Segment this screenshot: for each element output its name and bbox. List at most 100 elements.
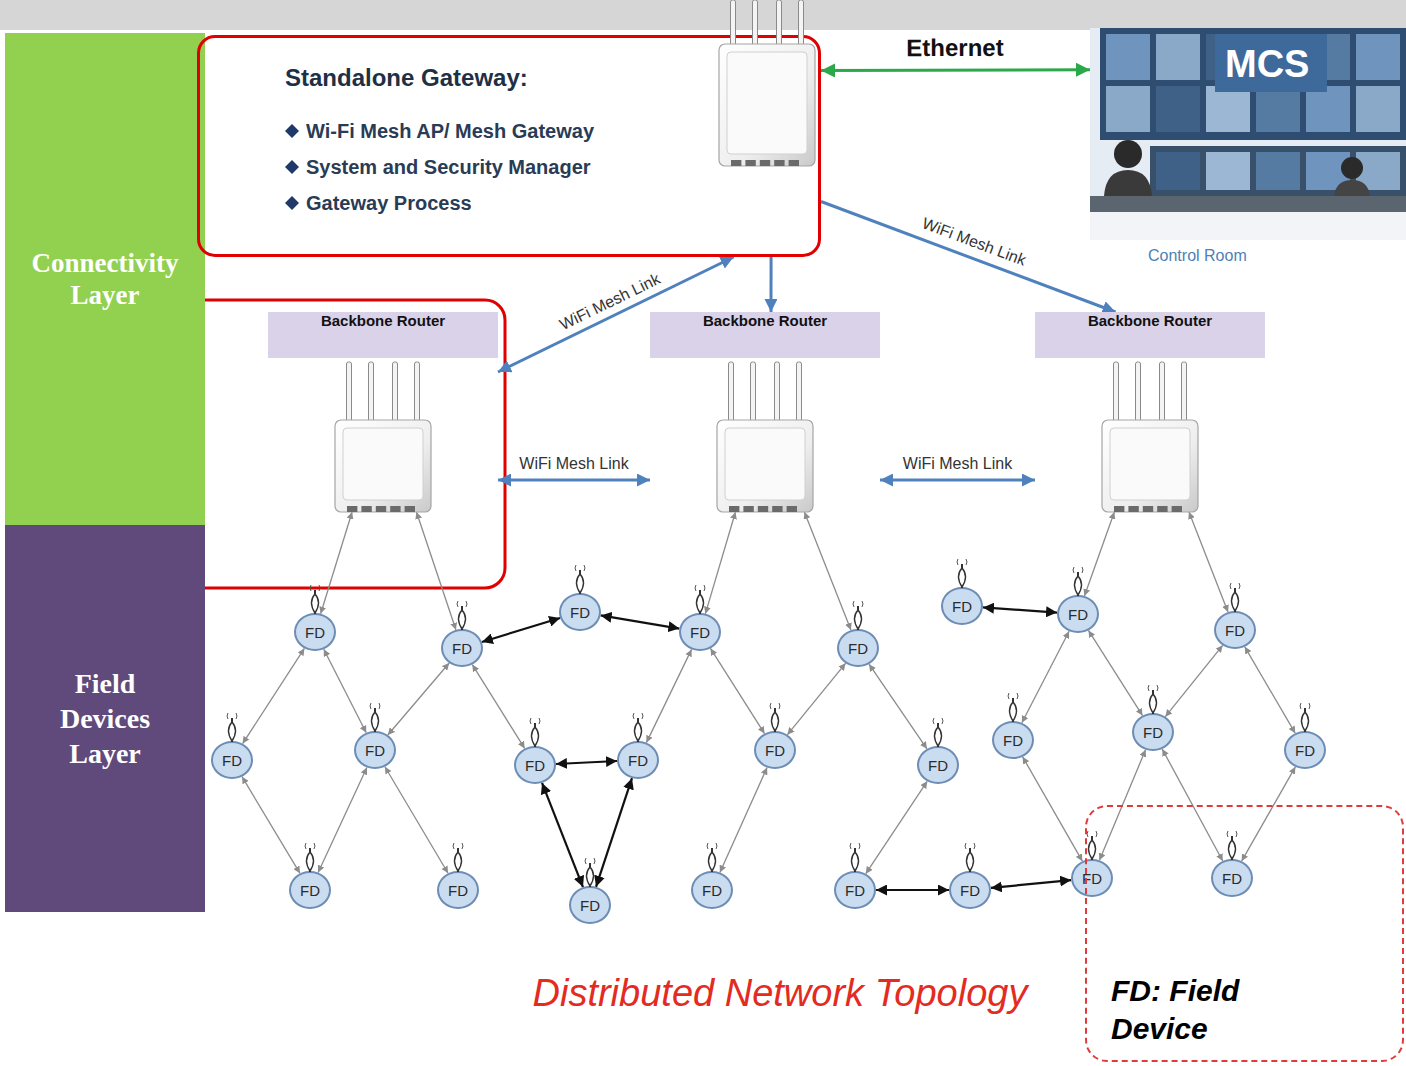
layer-band: Connectivity Layer	[5, 33, 205, 525]
mesh-link	[498, 479, 650, 482]
graphic-part	[390, 506, 400, 512]
graphic-part	[729, 506, 739, 512]
device-link	[556, 761, 617, 764]
device-link	[318, 768, 367, 873]
field-device: FD	[617, 741, 659, 779]
device-link	[321, 512, 352, 614]
graphic-part	[731, 160, 741, 166]
antenna-icon	[628, 710, 648, 742]
graphic-part	[455, 852, 462, 871]
layer-band: Field Devices Layer	[5, 525, 205, 912]
graphic-part	[1334, 180, 1370, 196]
antenna-icon	[1003, 690, 1023, 722]
device-label: FD	[702, 883, 722, 898]
graphic-part	[1089, 840, 1096, 859]
device-label: FD	[848, 641, 868, 656]
graphic-part	[370, 703, 380, 709]
graphic-part	[1232, 592, 1239, 611]
graphic-part	[1182, 362, 1187, 424]
device-label: FD	[525, 758, 545, 773]
antenna-icon	[1143, 682, 1163, 714]
graphic-part	[850, 843, 860, 849]
graphic-part	[532, 727, 539, 746]
device-link	[705, 512, 735, 614]
graphic-part	[1172, 506, 1182, 512]
field-device: FD	[289, 871, 331, 909]
graphic-part	[1102, 420, 1198, 512]
backbone-router: Backbone Router	[650, 312, 880, 512]
field-device: FD	[837, 629, 879, 667]
device-link	[866, 781, 927, 873]
field-device: FD	[569, 886, 611, 924]
device-link	[869, 664, 927, 749]
graphic-part	[587, 867, 594, 886]
device-label: FD	[960, 883, 980, 898]
device-label: FD	[928, 758, 948, 773]
graphic-part	[312, 594, 319, 613]
device-label: FD	[222, 753, 242, 768]
graphic-part	[731, 0, 736, 48]
graphic-part	[1090, 212, 1406, 240]
graphic-part	[772, 506, 782, 512]
graphic-part	[376, 506, 386, 512]
antenna-icon	[845, 840, 865, 872]
control-room: MCS Control Room	[1090, 28, 1406, 273]
device-link	[710, 648, 764, 733]
router-label: Backbone Router	[650, 312, 880, 358]
graphic-part	[1100, 28, 1406, 140]
antenna-icon	[222, 710, 242, 742]
mesh-link	[821, 202, 1116, 313]
graphic-part	[774, 160, 784, 166]
field-device: FD	[1132, 713, 1174, 751]
layer-title: Connectivity Layer	[20, 247, 190, 312]
device-link	[1242, 767, 1296, 861]
graphic-part	[229, 722, 236, 741]
graphic-part	[727, 52, 807, 154]
device-link	[1088, 630, 1142, 715]
graphic-part	[707, 843, 717, 849]
graphic-part	[1156, 152, 1200, 190]
graphic-part	[1206, 152, 1250, 190]
highlight-outline	[165, 300, 505, 588]
antenna-icon	[305, 582, 325, 614]
graphic-part	[1136, 362, 1141, 424]
device-link	[646, 649, 691, 742]
room-caption: Control Room	[1148, 246, 1247, 266]
field-device: FD	[679, 613, 721, 651]
device-link	[324, 649, 366, 732]
device-link	[242, 777, 300, 874]
graphic-part	[305, 843, 315, 849]
graphic-part	[285, 196, 299, 210]
mesh-link	[769, 257, 772, 312]
graphic-part	[1148, 685, 1158, 691]
graphic-part	[777, 0, 782, 48]
link-label-holder: Ethernet	[904, 34, 1007, 62]
antenna-icon	[365, 700, 385, 732]
field-device: FD	[437, 871, 479, 909]
link-label-holder: WiFi Mesh Link	[554, 269, 666, 336]
mcs-title: MCS	[1225, 28, 1309, 86]
ethernet-link	[821, 68, 1090, 72]
graphic-part	[772, 712, 779, 731]
link-label: WiFi Mesh Link	[516, 455, 631, 473]
device-label: FD	[765, 743, 785, 758]
graphic-part	[933, 718, 943, 724]
device-link	[482, 618, 560, 642]
graphic-part	[1156, 86, 1200, 132]
graphic-part	[530, 718, 540, 724]
device-link	[385, 767, 448, 874]
field-device: FD	[691, 871, 733, 909]
link-label: WiFi Mesh Link	[554, 269, 666, 336]
device-link	[1084, 512, 1114, 596]
graphic-part	[285, 124, 299, 138]
field-device: FD	[1214, 611, 1256, 649]
backbone-router: Backbone Router	[268, 312, 498, 512]
diagram-caption: Distributed Network Topology	[470, 972, 1090, 1015]
graphic-part	[1073, 567, 1083, 573]
field-device: FD	[1071, 859, 1113, 897]
device-label: FD	[1143, 725, 1163, 740]
graphic-part	[310, 585, 320, 591]
graphic-part	[799, 0, 804, 48]
graphic-part	[1341, 157, 1363, 179]
